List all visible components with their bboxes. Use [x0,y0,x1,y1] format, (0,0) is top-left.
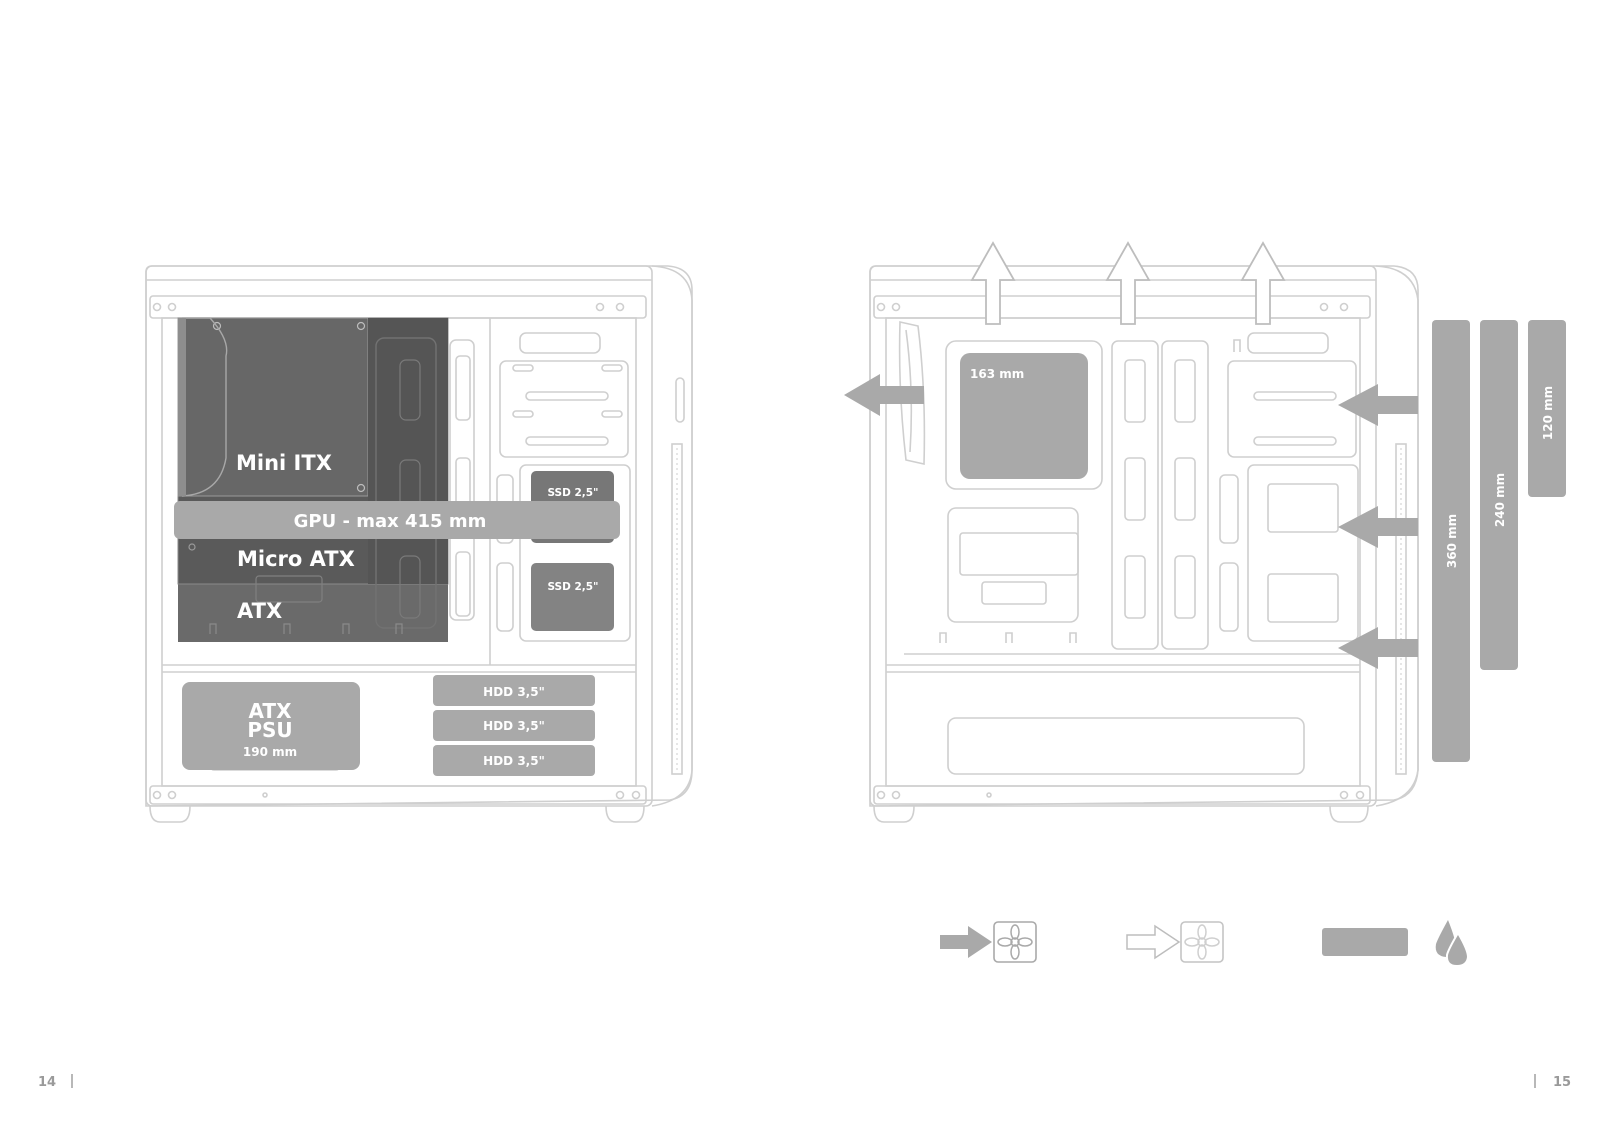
ssd-label-top: SSD 2,5" [547,487,598,499]
airflow-arrows [844,374,1418,669]
psu-label-line1: ATX [249,699,293,723]
rear-exhaust-arrow [844,374,924,416]
page-number-left-text: 14 [38,1075,56,1090]
radiator-120-label: 120 mm [1541,386,1555,440]
psu-length-label: 190 mm [243,745,297,759]
gpu-label: GPU - max 415 mm [294,511,487,532]
cooler-height-label: 163 mm [970,367,1024,381]
atx-label: ATX [237,599,282,623]
mini-itx-label: Mini ITX [236,451,332,475]
radiator-240-label: 240 mm [1493,473,1507,527]
page-number-left: 14 [38,1074,73,1090]
intake-fan-icon [940,921,1037,963]
psu-label-line2: PSU [247,718,292,742]
radiator-240: 240 mm [1480,320,1518,670]
top-exhaust-arrows [970,241,1286,325]
front-intake-arrow-1 [1338,384,1418,426]
hdd-label-1: HDD 3,5" [483,685,545,699]
right-case-outline [869,265,1419,823]
front-intake-arrow-3 [1338,627,1418,669]
page-number-right: 15 [1534,1074,1571,1090]
radiator-icon [1322,928,1408,956]
gpu-bar: GPU - max 415 mm [174,501,620,539]
motherboard-area: Mini ITX Micro ATX ATX [177,317,449,642]
exhaust-arrow-top-3 [1240,241,1286,325]
hdd-label-2: HDD 3,5" [483,719,545,733]
exhaust-arrow-top-1 [970,241,1016,325]
radiator-360-label: 360 mm [1445,514,1459,568]
hdd-label-3: HDD 3,5" [483,754,545,768]
radiator-120: 120 mm [1528,320,1566,497]
psu-box: ATX PSU 190 mm [182,682,360,770]
liquid-drop-icon [1435,920,1470,968]
exhaust-fan-icon [1126,921,1224,963]
hdd-bay-1: HDD 3,5" [433,675,595,706]
mini-itx-board [177,317,369,497]
radiator-360: 360 mm [1432,320,1470,762]
hdd-bay-3: HDD 3,5" [433,745,595,776]
cpu-cooler-area: 163 mm [960,353,1088,479]
ssd-slot-bottom: SSD 2,5" [531,563,614,631]
micro-atx-label: Micro ATX [237,547,355,571]
ssd-label-bottom: SSD 2,5" [547,581,598,593]
hdd-bay-2: HDD 3,5" [433,710,595,741]
exhaust-arrow-top-2 [1105,241,1151,325]
front-intake-arrow-2 [1338,506,1418,548]
page-number-right-text: 15 [1553,1075,1571,1090]
